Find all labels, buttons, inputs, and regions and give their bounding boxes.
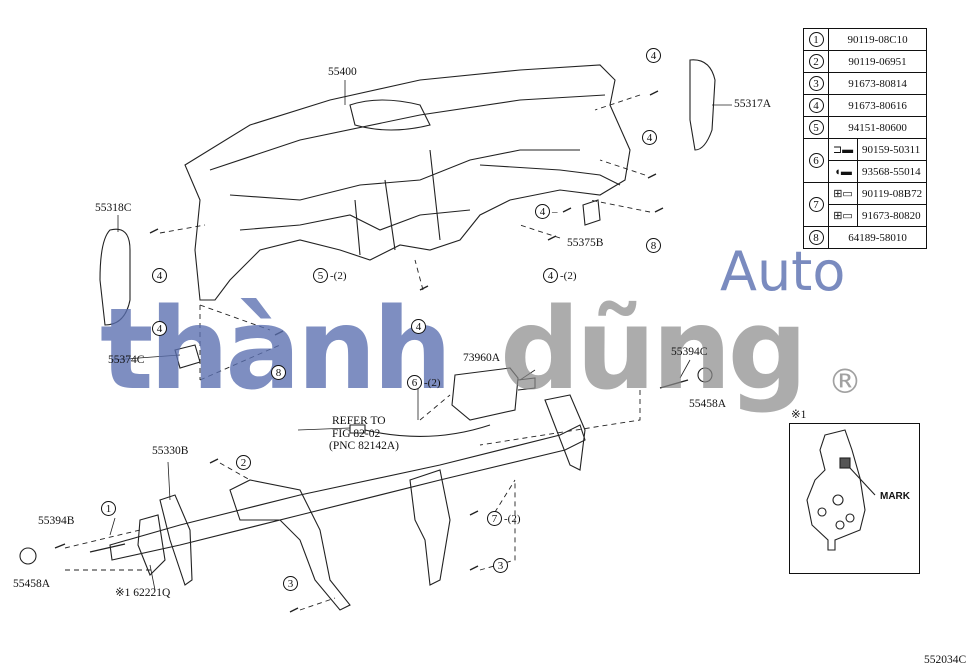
watermark-brand-thanh: thành — [100, 285, 452, 415]
bolt-long-icon: ⊞▭ — [828, 204, 858, 227]
table-row: 6⊐▬90159-50311 — [803, 138, 928, 183]
cap-55458A-right — [697, 367, 713, 383]
reinforcement-55330B — [109, 424, 586, 561]
note-mark-1: ※1 — [791, 409, 807, 421]
label-55400: 55400 — [328, 66, 357, 78]
detail-box — [789, 423, 920, 574]
label-mark: MARK — [880, 491, 910, 502]
callout-4: 4 — [152, 268, 167, 283]
callout-5-qty2: 5-(2) — [313, 268, 347, 283]
knee-airbag-73960A — [451, 367, 519, 421]
callout-8: 8 — [271, 365, 286, 380]
label-55317A: 55317A — [734, 98, 772, 110]
bolt-icon: ⊞▭ — [828, 182, 858, 205]
table-row: ⊞▭91673-80820 — [804, 204, 928, 227]
callout-4: 4 — [642, 130, 657, 145]
label-62221Q: ※1 62221Q — [115, 587, 171, 599]
side-trim-55318C — [99, 228, 131, 326]
refer-to-line3: (PNC 82142A) — [329, 440, 399, 452]
callout-7-qty2: 7-(2) — [487, 511, 521, 526]
table-row: ◖▬93568-55014 — [804, 160, 928, 183]
bracket-62221Q-detail — [806, 429, 866, 551]
label-55375B: 55375B — [567, 237, 604, 249]
diagram-code: 552034C — [924, 654, 967, 666]
instrument-panel-55400 — [184, 64, 631, 301]
callout-6-qty2: 6-(2) — [407, 375, 441, 390]
label-55458A-left: 55458A — [13, 578, 51, 590]
callout-4: 4 — [646, 48, 661, 63]
refer-to-line1: REFER TO — [332, 415, 386, 427]
refer-to-line2: FIG 82-02 — [332, 428, 381, 440]
callout-4: 4 — [411, 319, 426, 334]
bracket-55375B — [582, 199, 601, 226]
callout-3: 3 — [493, 558, 508, 573]
cap-55458A-left — [19, 547, 37, 565]
screw-round-head-icon: ◖▬ — [828, 160, 858, 183]
label-55318C: 55318C — [95, 202, 132, 214]
screw-icon: ⊐▬ — [828, 138, 858, 161]
watermark-brand-auto: Auto — [720, 240, 846, 303]
watermark-registered: ® — [828, 362, 862, 402]
label-55374C: 55374C — [108, 354, 145, 366]
callout-4: 4 — [152, 321, 167, 336]
label-73960A: 73960A — [463, 352, 501, 364]
callout-4: 4– — [535, 204, 558, 219]
callout-1: 1 — [101, 501, 116, 516]
side-trim-55317A — [689, 59, 716, 151]
callout-2: 2 — [236, 455, 251, 470]
callout-4-qty2: 4-(2) — [543, 268, 577, 283]
label-55394C: 55394C — [671, 346, 708, 358]
label-55394B: 55394B — [38, 515, 75, 527]
bolt-icons — [54, 90, 689, 613]
label-55330B: 55330B — [152, 445, 189, 457]
table-row: 7⊞▭90119-08B72 — [803, 182, 928, 227]
watermark-brand-dung: dũng — [500, 285, 808, 415]
callout-8: 8 — [646, 238, 661, 253]
callout-3: 3 — [283, 576, 298, 591]
label-55458A-right: 55458A — [689, 398, 727, 410]
